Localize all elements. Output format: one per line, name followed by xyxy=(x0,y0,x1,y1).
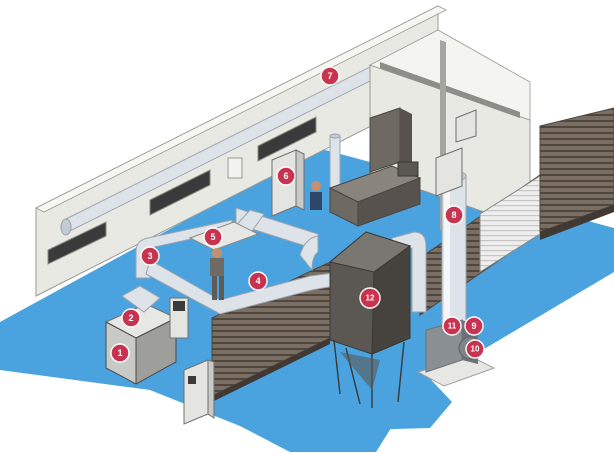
callouts: 1 2 3 4 5 6 7 8 9 10 11 12 xyxy=(110,66,485,363)
callout-11[interactable]: 11 xyxy=(442,316,462,336)
callout-4[interactable]: 4 xyxy=(248,271,268,291)
filter-unit xyxy=(104,285,189,385)
svg-text:8: 8 xyxy=(451,210,456,220)
callout-3[interactable]: 3 xyxy=(140,246,160,266)
callout-10[interactable]: 10 xyxy=(465,339,485,359)
callout-9[interactable]: 9 xyxy=(464,316,484,336)
callout-1[interactable]: 1 xyxy=(110,343,130,363)
callout-6[interactable]: 6 xyxy=(276,166,296,186)
svg-text:12: 12 xyxy=(366,294,375,303)
exhaust-stack xyxy=(441,170,467,327)
callout-12[interactable]: 12 xyxy=(359,287,381,309)
callout-8[interactable]: 8 xyxy=(444,205,464,225)
svg-text:10: 10 xyxy=(471,345,480,354)
svg-text:4: 4 xyxy=(255,276,260,286)
svg-text:9: 9 xyxy=(471,321,476,331)
callout-2[interactable]: 2 xyxy=(121,308,141,328)
svg-text:6: 6 xyxy=(283,171,288,181)
svg-text:1: 1 xyxy=(117,348,122,358)
callout-7[interactable]: 7 xyxy=(320,66,340,86)
callout-5[interactable]: 5 xyxy=(203,227,223,247)
svg-text:5: 5 xyxy=(210,232,215,242)
svg-text:2: 2 xyxy=(128,313,133,323)
svg-text:3: 3 xyxy=(147,251,152,261)
processing-machine xyxy=(310,107,477,227)
svg-text:11: 11 xyxy=(448,322,457,331)
svg-text:7: 7 xyxy=(327,71,332,81)
